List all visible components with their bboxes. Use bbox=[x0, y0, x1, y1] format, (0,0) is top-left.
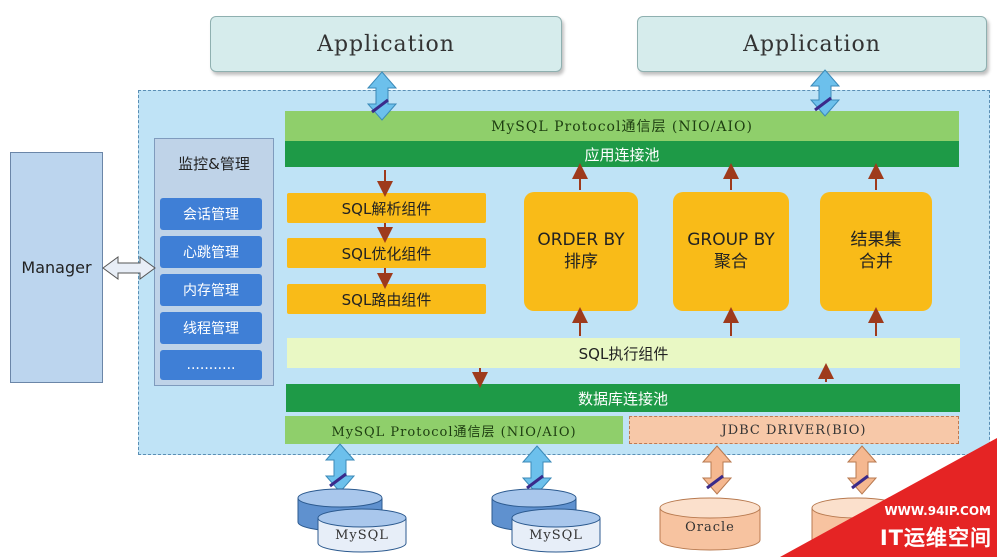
monitor-item-memory: 内存管理 bbox=[160, 274, 262, 306]
manager-label: Manager bbox=[21, 258, 92, 277]
application-label: Application bbox=[743, 31, 881, 57]
order-by-title: ORDER BY bbox=[537, 230, 625, 251]
double-arrow-icon bbox=[701, 445, 733, 495]
application-label: Application bbox=[317, 31, 455, 57]
monitor-item-session: 会话管理 bbox=[160, 198, 262, 230]
sql-parse-component: SQL解析组件 bbox=[287, 193, 486, 223]
brand-name: IT运维空间 bbox=[879, 526, 992, 550]
protocol-layer-top: MySQL Protocol通信层 (NIO/AIO) bbox=[285, 111, 959, 141]
database-connection-pool: 数据库连接池 bbox=[286, 384, 960, 412]
application-connection-pool: 应用连接池 bbox=[285, 141, 959, 167]
brand-url: WWW.94IP.COM bbox=[884, 504, 991, 518]
monitor-title: 监控&管理 bbox=[178, 154, 250, 173]
protocol-layer-bottom: MySQL Protocol通信层 (NIO/AIO) bbox=[285, 416, 623, 444]
application-box-left: Application bbox=[210, 16, 562, 72]
merge-subtitle: 合并 bbox=[859, 251, 893, 272]
group-by-title: GROUP BY bbox=[687, 230, 775, 251]
order-by-subtitle: 排序 bbox=[564, 251, 598, 272]
database-label-oracle: Oracle bbox=[685, 519, 735, 535]
group-by-subtitle: 聚合 bbox=[714, 251, 748, 272]
double-arrow-icon bbox=[366, 71, 398, 121]
merge-title: 结果集 bbox=[850, 230, 902, 251]
sql-route-component: SQL路由组件 bbox=[287, 284, 486, 314]
monitor-item-thread: 线程管理 bbox=[160, 312, 262, 344]
sql-optimize-component: SQL优化组件 bbox=[287, 238, 486, 268]
database-cylinder-icon bbox=[317, 508, 407, 553]
merge-box: 结果集 合并 bbox=[820, 192, 932, 311]
sql-execution-component: SQL执行组件 bbox=[287, 338, 960, 368]
double-arrow-icon bbox=[809, 69, 841, 117]
database-label-mysql-1: MySQL bbox=[335, 527, 389, 543]
database-cylinder-icon bbox=[659, 497, 761, 551]
application-box-right: Application bbox=[637, 16, 987, 72]
double-arrow-icon bbox=[521, 445, 553, 495]
manager-box: Manager bbox=[10, 152, 103, 383]
brand-triangle bbox=[780, 438, 997, 557]
database-label-mysql-2: MySQL bbox=[529, 527, 583, 543]
double-arrow-icon bbox=[324, 443, 356, 493]
database-cylinder-icon bbox=[511, 508, 601, 553]
order-by-box: ORDER BY 排序 bbox=[524, 192, 638, 311]
monitor-item-more: ........... bbox=[160, 350, 262, 380]
monitor-item-heartbeat: 心跳管理 bbox=[160, 236, 262, 268]
jdbc-driver-layer: JDBC DRIVER(BIO) bbox=[629, 416, 959, 444]
group-by-box: GROUP BY 聚合 bbox=[673, 192, 789, 311]
manager-link-arrow-icon bbox=[102, 256, 156, 280]
double-arrow-icon bbox=[846, 445, 878, 495]
